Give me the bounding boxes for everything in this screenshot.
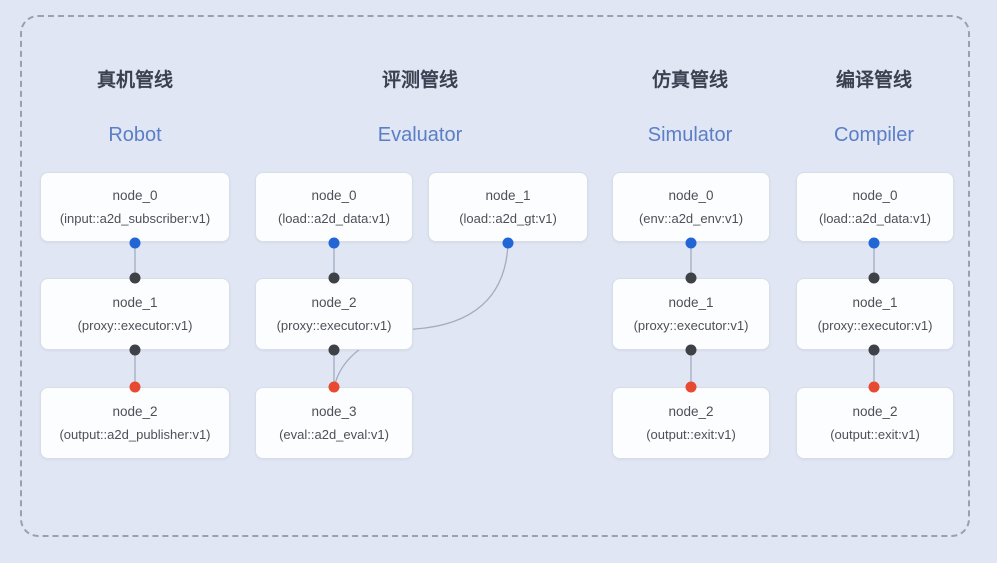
port-dot-dark-robot-2[interactable] [129,344,141,356]
node-robot-node_0[interactable]: node_0(input::a2d_subscriber:v1) [40,172,230,242]
node-label: node_1 [112,295,158,310]
port-dot-dark-evaluator-2[interactable] [328,272,340,284]
port-dot-red-compiler-3[interactable] [868,381,880,393]
port-dot-dark-compiler-1[interactable] [868,272,880,284]
pipeline-subtitle-simulator: Simulator [647,124,733,146]
node-label: node_2 [668,404,714,419]
node-label: node_0 [852,188,898,203]
pipeline-subtitle-evaluator: Evaluator [377,124,463,146]
port-dot-red-evaluator-4[interactable] [328,381,340,393]
node-label: node_2 [112,404,158,419]
node-simulator-node_1[interactable]: node_1(proxy::executor:v1) [612,278,770,350]
port-dot-red-robot-3[interactable] [129,381,141,393]
node-sublabel: (proxy::executor:v1) [276,318,392,333]
port-dot-dark-robot-1[interactable] [129,272,141,284]
node-label: node_2 [852,404,898,419]
node-evaluator-node_0[interactable]: node_0(load::a2d_data:v1) [255,172,413,242]
node-compiler-node_1[interactable]: node_1(proxy::executor:v1) [796,278,954,350]
node-compiler-node_2[interactable]: node_2(output::exit:v1) [796,387,954,459]
port-dot-blue-simulator-0[interactable] [685,237,697,249]
node-robot-node_1[interactable]: node_1(proxy::executor:v1) [40,278,230,350]
node-label: node_1 [485,188,531,203]
node-sublabel: (input::a2d_subscriber:v1) [59,211,211,226]
port-dot-blue-robot-0[interactable] [129,237,141,249]
pipeline-subtitle-robot: Robot [108,124,162,146]
port-dot-red-simulator-3[interactable] [685,381,697,393]
edge-evaluator-2 [334,242,509,385]
node-compiler-node_0[interactable]: node_0(load::a2d_data:v1) [796,172,954,242]
pipeline-title-evaluator: 评测管线 [381,70,459,91]
node-label: node_1 [668,295,714,310]
port-dot-dark-compiler-2[interactable] [868,344,880,356]
node-sublabel: (output::exit:v1) [646,427,736,442]
node-robot-node_2[interactable]: node_2(output::a2d_publisher:v1) [40,387,230,459]
port-dot-blue-evaluator-1[interactable] [502,237,514,249]
pipeline-title-robot: 真机管线 [96,70,174,91]
node-label: node_0 [668,188,714,203]
port-dot-blue-evaluator-0[interactable] [328,237,340,249]
node-sublabel: (env::a2d_env:v1) [638,211,744,226]
node-sublabel: (load::a2d_data:v1) [277,211,391,226]
node-sublabel: (proxy::executor:v1) [633,318,749,333]
node-label: node_0 [112,188,158,203]
port-dot-blue-compiler-0[interactable] [868,237,880,249]
dashed-frame [20,15,970,537]
node-simulator-node_0[interactable]: node_0(env::a2d_env:v1) [612,172,770,242]
node-sublabel: (proxy::executor:v1) [77,318,193,333]
node-simulator-node_2[interactable]: node_2(output::exit:v1) [612,387,770,459]
node-sublabel: (proxy::executor:v1) [817,318,933,333]
node-sublabel: (output::exit:v1) [830,427,920,442]
port-dot-dark-simulator-2[interactable] [685,344,697,356]
node-label: node_0 [311,188,357,203]
port-dot-dark-evaluator-3[interactable] [328,344,340,356]
node-sublabel: (load::a2d_gt:v1) [459,211,557,226]
node-evaluator-node_2[interactable]: node_2(proxy::executor:v1) [255,278,413,350]
pipeline-title-compiler: 编译管线 [835,70,913,91]
node-sublabel: (eval::a2d_eval:v1) [279,427,389,442]
node-label: node_1 [852,295,898,310]
port-dot-dark-simulator-1[interactable] [685,272,697,284]
node-sublabel: (output::a2d_publisher:v1) [59,427,211,442]
pipeline-subtitle-compiler: Compiler [833,124,915,146]
node-evaluator-node_1[interactable]: node_1(load::a2d_gt:v1) [428,172,588,242]
node-label: node_2 [311,295,357,310]
node-label: node_3 [311,404,357,419]
node-evaluator-node_3[interactable]: node_3(eval::a2d_eval:v1) [255,387,413,459]
pipeline-title-simulator: 仿真管线 [651,70,729,91]
node-sublabel: (load::a2d_data:v1) [818,211,932,226]
